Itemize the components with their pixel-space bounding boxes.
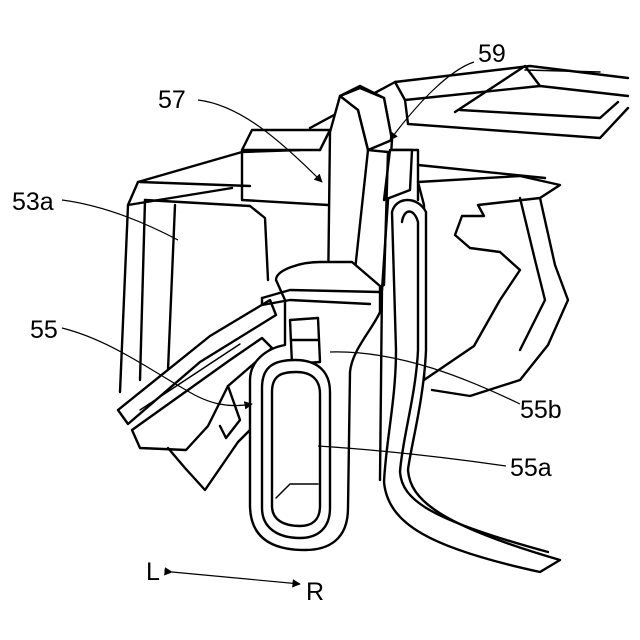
label-55b: 55b	[520, 396, 562, 424]
leader-53a	[62, 200, 178, 240]
right-latch-body	[418, 176, 568, 396]
label-55a: 55a	[510, 454, 552, 482]
label-57: 57	[158, 86, 186, 114]
label-53a: 53a	[12, 188, 54, 216]
label-59: 59	[478, 40, 506, 68]
direction-indicator: L R	[146, 558, 324, 606]
direction-left-label: L	[146, 558, 160, 586]
direction-right-label: R	[306, 578, 324, 606]
direction-arrow	[172, 572, 300, 584]
label-55: 55	[30, 316, 58, 344]
